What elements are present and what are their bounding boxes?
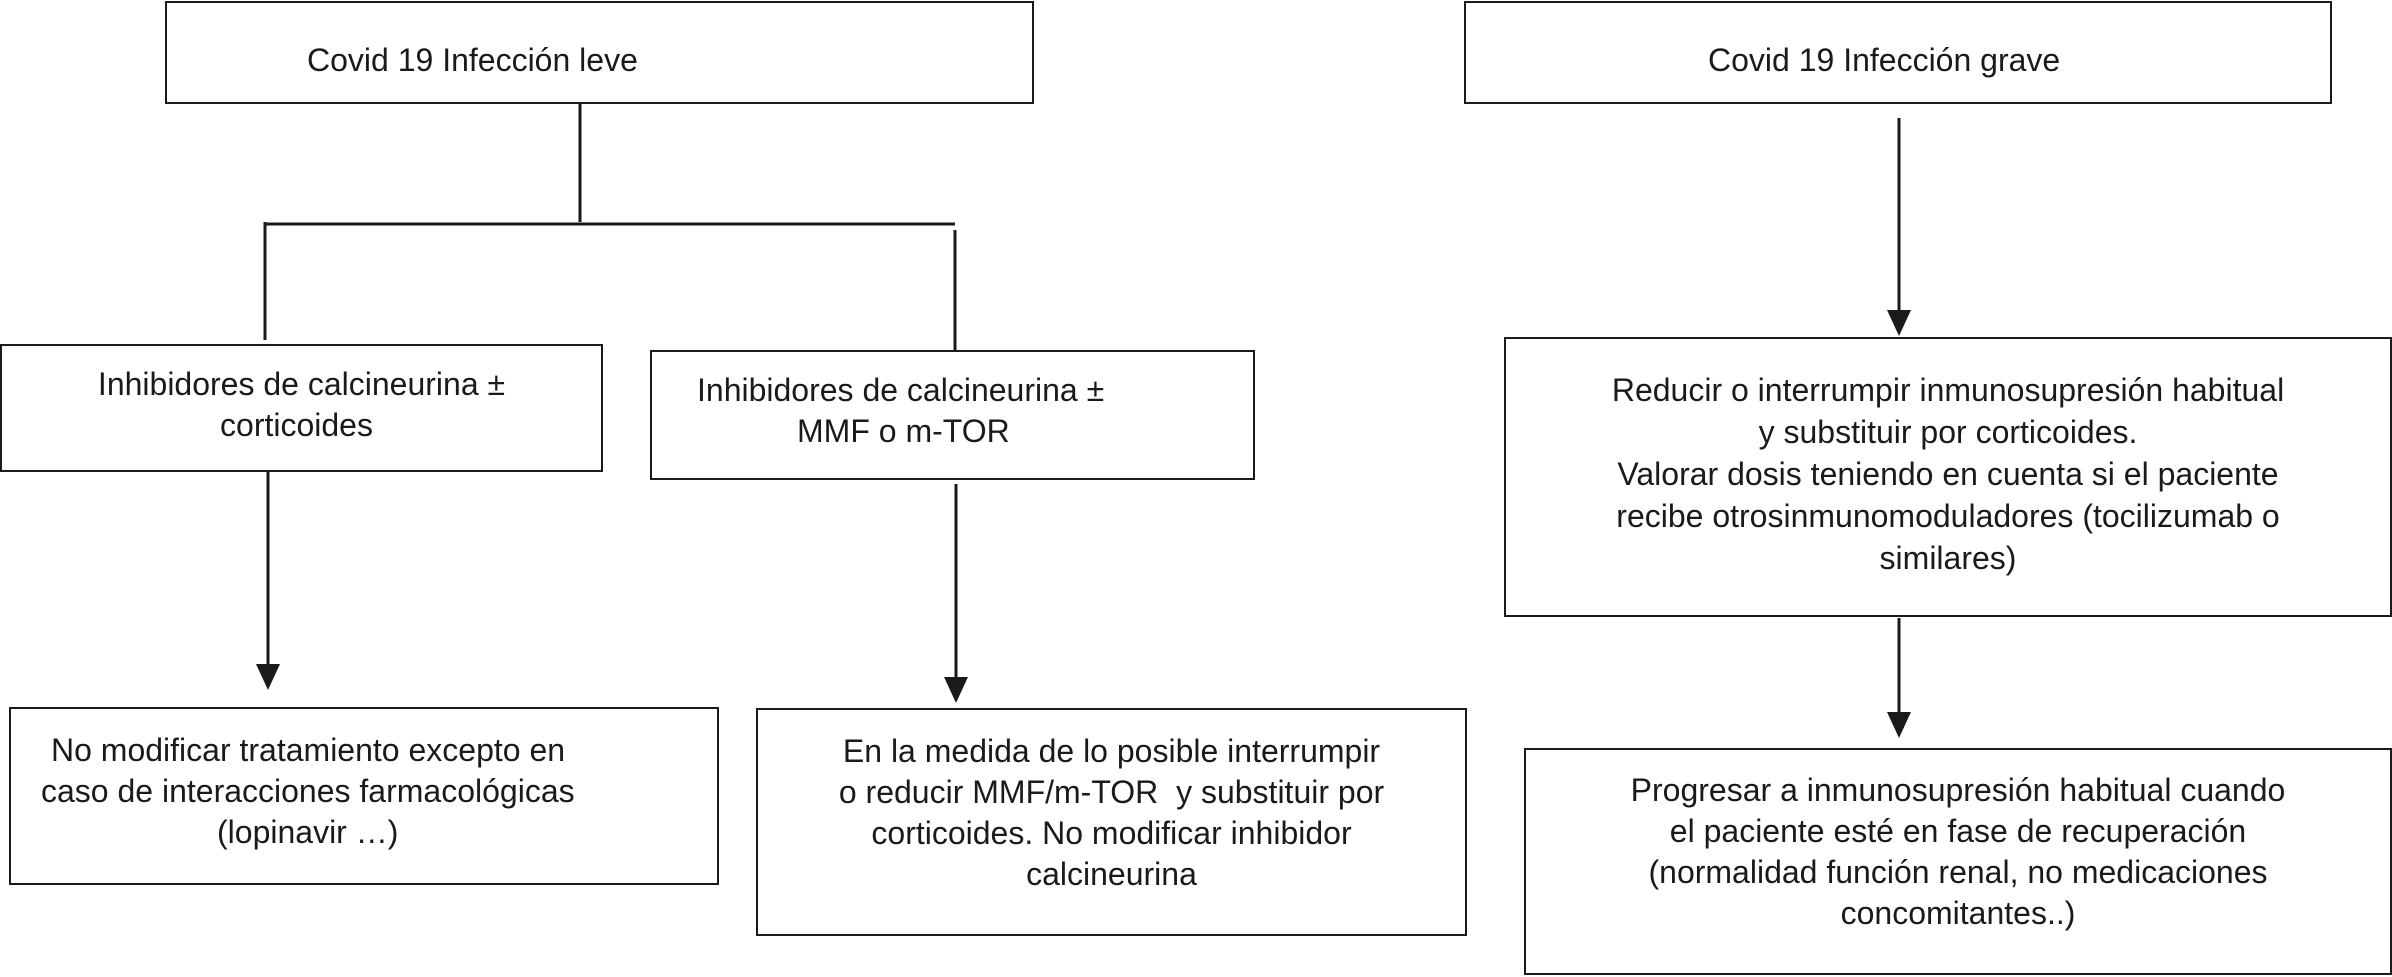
node-severe-infection-title: Covid 19 Infección grave: [1708, 42, 2061, 78]
node-no-modify-treatment-line-1: No modificar tratamiento excepto en: [51, 732, 566, 768]
node-progress-immunosuppression-line-3: (normalidad función renal, no medicacion…: [1648, 854, 2268, 890]
node-reduce-immunosuppression-line-3: Valorar dosis teniendo en cuenta si el p…: [1617, 456, 2279, 492]
node-reduce-mmf-mtor-line-4: calcineurina: [1026, 856, 1197, 892]
node-severe-infection: [1464, 1, 2332, 104]
node-no-modify-treatment: [9, 707, 719, 885]
node-progress-immunosuppression: [1524, 748, 2392, 975]
node-reduce-mmf-mtor-line-3: corticoides. No modificar inhibidor: [871, 815, 1352, 851]
node-cni-corticoides-line-2: corticoides: [220, 407, 373, 443]
arrowhead-cni-steroids: [256, 664, 280, 690]
node-no-modify-treatment-line-2: caso de interacciones farmacológicas: [41, 773, 575, 809]
node-no-modify-treatment-line-3: (lopinavir …): [217, 814, 399, 850]
node-mild-infection: [165, 1, 1034, 104]
node-reduce-mmf-mtor-line-1: En la medida de lo posible interrumpir: [842, 733, 1381, 769]
node-reduce-immunosuppression-line-5: similares): [1879, 540, 2017, 576]
node-progress-immunosuppression-line-2: el paciente esté en fase de recuperación: [1669, 813, 2247, 849]
node-cni-mmf-mtor-line-1: Inhibidores de calcineurina ±: [697, 372, 1105, 408]
arrowhead-severe: [1887, 310, 1911, 336]
node-cni-mmf-mtor-line-2: MMF o m-TOR: [797, 413, 1010, 449]
node-cni-corticoides: [0, 344, 603, 472]
node-reduce-immunosuppression-line-1: Reducir o interrumpir inmunosupresión ha…: [1611, 372, 2285, 408]
node-progress-immunosuppression-line-1: Progresar a inmunosupresión habitual cua…: [1630, 772, 2286, 808]
node-mild-infection-title: Covid 19 Infección leve: [307, 42, 638, 78]
node-cni-corticoides-line-1: Inhibidores de calcineurina ±: [97, 366, 506, 402]
node-progress-immunosuppression-line-4: concomitantes..): [1840, 895, 2076, 931]
node-reduce-immunosuppression-line-4: recibe otrosinmunomoduladores (tocilizum…: [1616, 498, 2280, 534]
node-reduce-mmf-mtor-line-2: o reducir MMF/m-TOR y substituir por: [838, 774, 1385, 810]
arrowhead-cni-mmf: [944, 677, 968, 703]
node-cni-mmf-mtor: [650, 350, 1255, 480]
node-reduce-immunosuppression: [1504, 337, 2392, 617]
node-reduce-mmf-mtor: [756, 708, 1467, 936]
node-reduce-immunosuppression-line-2: y substituir por corticoides.: [1758, 414, 2138, 450]
arrowhead-reduce: [1887, 712, 1911, 738]
